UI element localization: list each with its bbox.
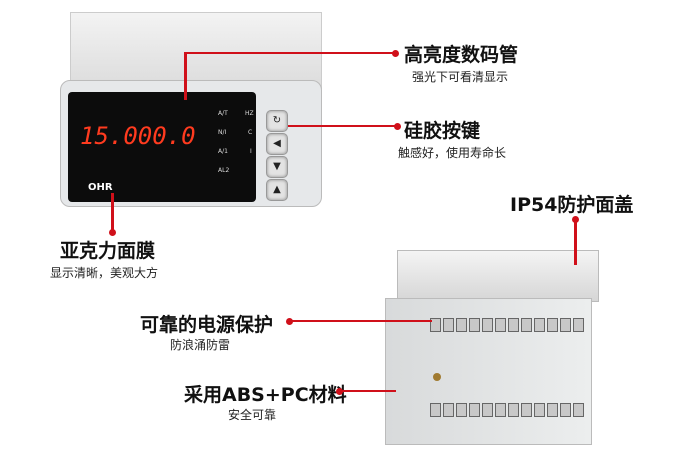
callout-line <box>184 52 187 100</box>
callout-title: 高亮度数码管 <box>404 44 519 66</box>
callout-subtitle: 防浪涌防雷 <box>170 338 231 352</box>
callout-title: IP54防护面盖 <box>510 194 634 216</box>
callout-dot <box>109 229 116 236</box>
front-device: 15.000.0 A/T HZ N/I C A/1 I AL2 OHR ↻ ◀ … <box>40 12 325 212</box>
callout-subtitle: 显示清晰，美观大方 <box>50 266 159 280</box>
screw-hole <box>433 373 441 381</box>
indicator-label: I <box>250 148 252 155</box>
indicator-label: N/I <box>218 129 227 136</box>
display-panel: 15.000.0 A/T HZ N/I C A/1 I AL2 OHR <box>68 92 256 202</box>
left-button[interactable]: ◀ <box>266 133 288 155</box>
terminal-strip-top <box>430 318 584 332</box>
rear-device <box>385 248 600 448</box>
indicator-label: AL2 <box>218 167 230 174</box>
callout-dot <box>392 50 399 57</box>
callout-line <box>184 52 394 54</box>
callout-line <box>288 125 396 127</box>
callout-line <box>340 390 396 392</box>
down-button[interactable]: ▼ <box>266 156 288 178</box>
callout-title: 硅胶按键 <box>404 120 481 142</box>
callout-line <box>574 220 577 265</box>
callout-subtitle: 强光下可看清显示 <box>412 70 509 84</box>
callout-subtitle: 触感好，使用寿命长 <box>398 146 507 160</box>
callout-title: 可靠的电源保护 <box>140 314 274 336</box>
indicator-label: A/1 <box>218 148 228 155</box>
brand-logo: OHR <box>88 182 113 193</box>
callout-line <box>111 193 114 231</box>
indicator-label: A/T <box>218 110 228 117</box>
callout-dot <box>336 388 343 395</box>
callout-dot <box>572 216 579 223</box>
terminal-strip-bottom <box>430 403 584 417</box>
callout-dot <box>286 318 293 325</box>
indicator-label: HZ <box>245 110 254 117</box>
device-top-cover <box>70 12 322 89</box>
callout-dot <box>394 123 401 130</box>
callout-line <box>290 320 432 322</box>
up-button[interactable]: ▲ <box>266 179 288 201</box>
indicator-label: C <box>248 129 253 136</box>
led-display: 15.000.0 <box>80 122 196 150</box>
callout-title: 采用ABS+PC材料 <box>184 384 347 406</box>
ip54-cover <box>397 250 599 302</box>
callout-subtitle: 安全可靠 <box>228 408 277 422</box>
callout-title: 亚克力面膜 <box>60 240 156 262</box>
set-button[interactable]: ↻ <box>266 110 288 132</box>
